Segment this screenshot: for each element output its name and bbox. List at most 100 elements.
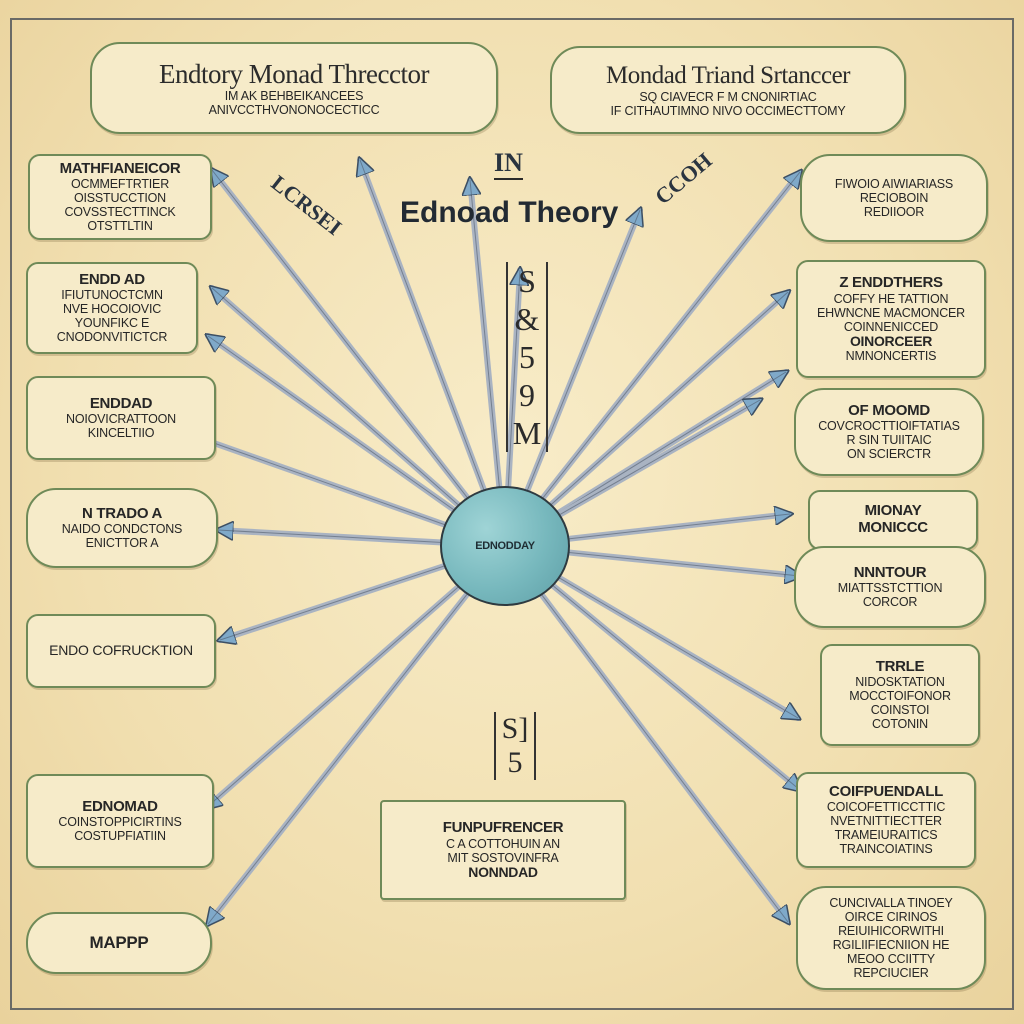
right-box-6: TRRLE NIDOSKTATION MOCCTOIFONOR COINSTOI… [820,644,980,746]
left-box-2-line: NVE HOCOIOVIC [62,302,162,317]
arrow-outline-3 [207,335,488,534]
left-box-4-line: NAIDO CONDCTONS [61,522,183,537]
bottom-box-title: FUNPUFRENCER [442,818,564,836]
right-box-4-line: MONICCC [858,519,928,536]
arrow-outline-7 [205,561,488,809]
hub-label: EDNODDAY [475,540,535,552]
left-box-6-title: EDNOMAD [82,797,158,815]
right-box-5: NNNTOUR MIATTSSTCTTION CORCOR [794,546,986,628]
left-box-6: EDNOMAD COINSTOPPICIRTINS COSTUPFIATIIN [26,774,214,868]
right-box-3-line: COVCROCTTIOIFTATIAS [818,419,960,434]
right-box-5-line: MIATTSSTCTTION [837,581,943,596]
right-box-7-line: COICOFETTICCTTIC [826,800,946,815]
center-prefix: IN [494,148,523,180]
header-left-line-2: ANIVCCTHVONONOCECTICC [208,103,380,118]
right-box-1-line: RECIOBOIN [859,191,929,205]
right-box-6-line: NIDOSKTATION [855,675,945,690]
arrow-outline-18 [469,179,504,525]
header-right-line-1: SQ CIAVECR F M CNONIRTIAC [639,90,817,104]
left-box-2: ENDD AD IFIUTUNOCTCMN NVE HOCOIOVIC YOUN… [26,262,198,354]
right-box-8-line: OIRCE CIRINOS [844,910,938,924]
right-box-7-line: TRAMEIURAITICS [834,828,938,843]
arrow-outline-17 [359,159,497,524]
left-box-1: MATHFIANEICOR OCMMEFTRTIER OISSTUCCTION … [28,154,212,240]
arrow-outline-10 [521,291,789,532]
arrow-outline-14 [522,555,799,719]
left-box-7: MAPPP [26,912,212,974]
arrow-outline-15 [522,560,801,791]
right-box-8-line: RGILIIFIECNIION HE [832,938,950,952]
header-right-box: Mondad Triand Srtanccer SQ CIAVECR F M C… [550,46,906,134]
header-right-title: Mondad Triand Srtanccer [605,62,851,89]
arrow-outline-9 [522,171,801,524]
right-box-3-line: ON SCIERCTR [847,447,931,462]
right-box-4-title: MIONAY [864,502,922,520]
right-box-3: oF MOOMD COVCROCTTIOIFTATIAS R SIN TUIIT… [794,388,984,476]
center-code-bottom: S] 5 [494,712,536,780]
header-left-box: Endtory Monad Threcctor IM AK BEHBEIKANC… [90,42,498,134]
arrow-outline-2 [211,287,488,531]
bottom-box-line: NONNDAD [468,863,538,880]
right-box-7-line: NVETNITTIECTTER [830,814,942,829]
left-box-1-title: MATHFIANEICOR [59,159,181,177]
header-left-title: Endtory Monad Threcctor [159,58,429,89]
right-box-3-title: oF MOOMD [848,401,930,419]
left-box-3-line: NOIOVICRATTOON [66,412,176,427]
right-box-5-line: CORCOR [862,595,918,610]
right-box-8-line: REPCIUCIER [853,966,929,980]
right-box-2-line: EHWNCNE MACMONCER [817,305,965,320]
left-box-1-line: OCMMEFTRTIER [70,177,170,192]
left-box-3: ENDDAD NOIOVICRATTOON KINCELTIIO [26,376,216,460]
bottom-center-box: FUNPUFRENCER C A COTTOHUIN AN MIT SOSTOV… [380,800,626,900]
left-box-2-line: IFIUTUNOCTCMN [61,288,163,303]
arrow-outline-19 [512,209,641,527]
right-box-7-line: TRAINCOIATINS [839,842,933,857]
right-box-2: Z ENDDTHERS COFFY HE TATTION EHWNCNE MAC… [796,260,986,378]
right-box-3-line: R SIN TUIITAIC [846,433,932,448]
hub-node: EDNODDAY [440,486,570,606]
arrow-outline-16 [521,568,789,923]
right-box-2-title: Z ENDDTHERS [839,273,943,291]
right-box-7-title: COIFPUENDALL [829,782,943,800]
arrow-outline-1 [211,169,488,524]
right-box-1: FIWOIO AIWIARIASS RECIOBOIN REDIIOOR [800,154,988,242]
right-box-2-line: OINORCEER [849,332,933,349]
center-title: Ednoad Theory [400,196,619,229]
header-right-line-2: IF CITHAUTIMNO NIVO OCCIMECTTOMY [610,104,846,118]
center-code-top: S& 59 M [506,262,548,452]
arrow-outline-8 [207,568,488,925]
left-box-7-title: MAPPP [89,933,149,953]
right-box-6-title: TRRLE [875,657,925,675]
right-box-7: COIFPUENDALL COICOFETTICCTTIC NVETNITTIE… [796,772,976,868]
right-box-4: MIONAY MONICCC [808,490,978,550]
left-box-1-line: OISSTUCCTION [73,191,167,206]
right-box-1-line: FIWOIO AIWIARIASS [834,177,954,191]
right-box-1-line: REDIIOOR [863,205,925,219]
left-box-2-title: ENDD AD [79,270,145,288]
bottom-box-line: C A COTTOHUIN AN [446,836,560,851]
left-box-3-line: KINCELTIIO [87,426,155,441]
right-box-6-line: COINSTOI [870,703,930,718]
arrow-outline-4 [193,435,487,540]
left-box-1-line: OTSTTLTIN [87,219,153,234]
left-box-2-line: CNODONVITICTCR [56,330,168,345]
left-box-5-line: ENDO COFRUCKTION [49,642,193,659]
right-box-5-title: NNNTOUR [853,563,927,581]
right-box-2-line: NMNONCERTIS [845,349,937,364]
left-box-2-line: YOUNFIKC E [74,316,150,331]
right-box-8-line: REIUIHICORWITHI [838,924,944,938]
left-box-4-title: N TRADO A [81,504,163,522]
left-box-5: ENDO COFRUCKTION [26,614,216,688]
right-box-6-line: COTONIN [871,717,928,732]
bottom-box-line: MIT SOSTOVINFRA [447,850,559,865]
right-box-6-line: MOCCTOIFONOR [849,689,951,704]
right-box-8-line: MEOO CCIITTY [847,952,935,966]
left-box-6-line: COINSTOPPICIRTINS [58,815,182,830]
left-box-3-title: ENDDAD [89,394,153,412]
right-box-2-line: COINNENICCED [843,319,939,334]
left-box-1-line: COVSSTECTTINCK [64,205,176,220]
right-box-2-line: COFFY HE TATTION [833,291,949,306]
left-box-4: N TRADO A NAIDO CONDCTONS ENICTTOR A [26,488,218,568]
right-box-8: CUNCIVALLA TINOEY OIRCE CIRINOS REIUIHIC… [796,886,986,990]
